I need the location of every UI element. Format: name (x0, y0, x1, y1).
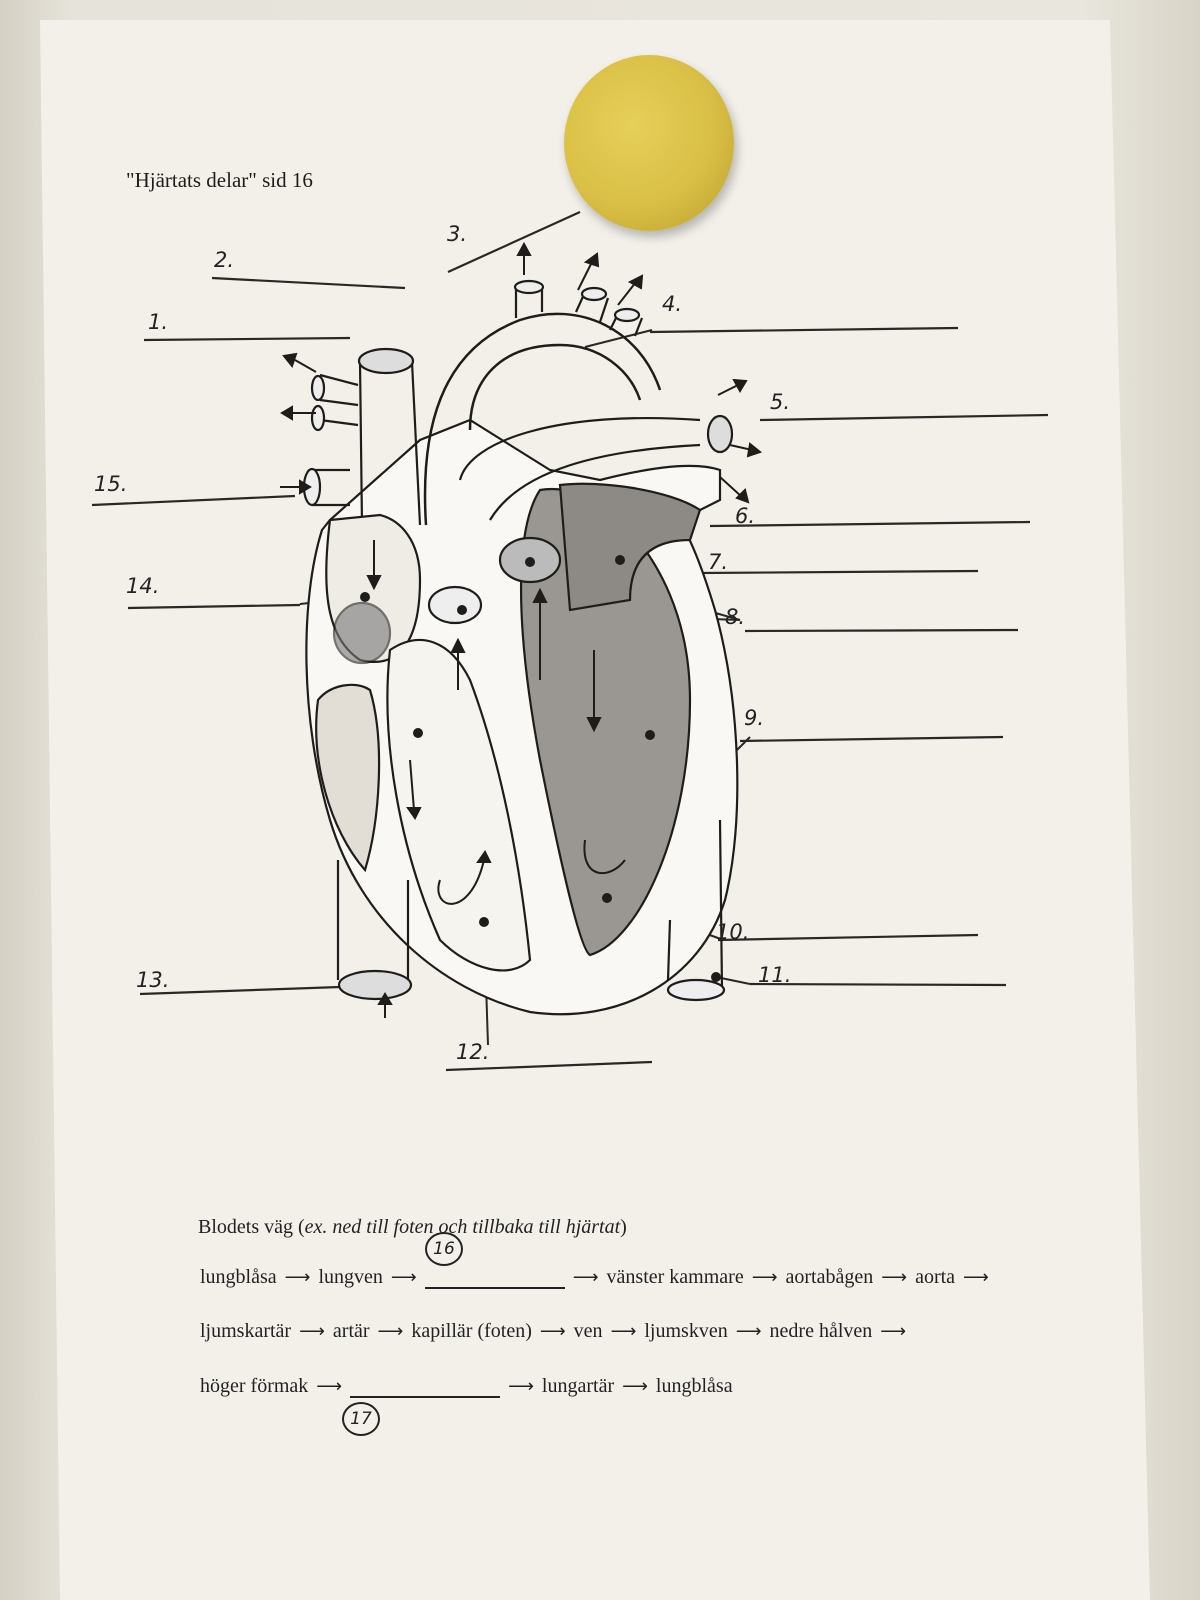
flow-heading-end: ) (620, 1216, 627, 1238)
flow-step: lungven (318, 1266, 383, 1288)
label-3: 3. (447, 222, 468, 246)
arrow-icon: ⟶ (963, 1267, 989, 1288)
arrow-icon: ⟶ (880, 1321, 907, 1342)
worksheet-title: "Hjärtats delar" sid 16 (126, 168, 313, 192)
flow-heading-italic: ex. ned till foten och tillbaka till hjä… (304, 1216, 621, 1238)
flow-step: lungblåsa (655, 1375, 733, 1397)
label-14: 14. (126, 574, 160, 598)
flow-step: lungartär (541, 1375, 615, 1397)
flow-step: nedre hålven (769, 1320, 873, 1342)
label-12: 12. (456, 1040, 490, 1064)
answer-blank-16[interactable] (424, 1267, 565, 1289)
flow-step: ven (573, 1320, 603, 1342)
flow-heading: Blodets väg (ex. ned till foten och till… (198, 1216, 627, 1239)
label-6: 6. (735, 504, 756, 528)
flow-step: artär (332, 1320, 370, 1342)
arrow-icon: ⟶ (735, 1321, 762, 1342)
arrow-icon: ⟶ (622, 1376, 648, 1397)
arrow-icon: ⟶ (316, 1376, 343, 1397)
label-15: 15. (94, 472, 128, 496)
label-4: 4. (662, 292, 683, 316)
arrow-icon: ⟶ (881, 1267, 908, 1288)
answer-blank-17[interactable] (350, 1376, 501, 1398)
label-10: 10. (716, 920, 750, 944)
label-1: 1. (148, 310, 169, 334)
label-11: 11. (758, 963, 792, 987)
label-8: 8. (725, 605, 746, 629)
arrow-icon: ⟶ (610, 1321, 637, 1342)
flow-step: ljumskartär (200, 1320, 292, 1342)
flow-step: kapillär (foten) (411, 1320, 532, 1342)
answer-lines (91, 210, 1049, 1072)
arrow-icon: ⟶ (284, 1267, 311, 1288)
arrow-icon: ⟶ (539, 1321, 566, 1342)
yellow-magnet (564, 55, 734, 231)
label-13: 13. (136, 968, 170, 992)
flow-row-1: lungblåsa ⟶ lungven ⟶ ⟶ vänster kammare … (200, 1266, 997, 1289)
arrow-icon: ⟶ (390, 1267, 417, 1288)
arrow-icon: ⟶ (508, 1376, 534, 1397)
label-5: 5. (770, 390, 791, 414)
heart-diagram (302, 279, 739, 1016)
flow-step: aorta (915, 1266, 956, 1288)
label-2: 2. (214, 248, 235, 272)
arrow-icon: ⟶ (572, 1267, 599, 1288)
label-9: 9. (744, 706, 765, 730)
flow-row-2: ljumskartär ⟶ artär ⟶ kapillär (foten) ⟶… (200, 1320, 914, 1343)
arrow-icon: ⟶ (751, 1267, 778, 1288)
flow-row-3: höger förmak ⟶ ⟶ lungartär ⟶ lungblåsa (200, 1375, 733, 1398)
arrow-icon: ⟶ (377, 1321, 404, 1342)
blank-16-marker: 16 (425, 1232, 463, 1266)
flow-step: lungblåsa (200, 1266, 277, 1288)
flow-step: aortabågen (785, 1266, 874, 1288)
flow-heading-plain: Blodets väg ( (198, 1216, 305, 1238)
label-7: 7. (708, 550, 729, 574)
flow-step: höger förmak (200, 1375, 309, 1397)
flow-step: vänster kammare (606, 1266, 744, 1288)
blank-17-marker: 17 (342, 1402, 380, 1436)
arrow-icon: ⟶ (299, 1321, 325, 1342)
flow-step: ljumskven (644, 1320, 728, 1342)
